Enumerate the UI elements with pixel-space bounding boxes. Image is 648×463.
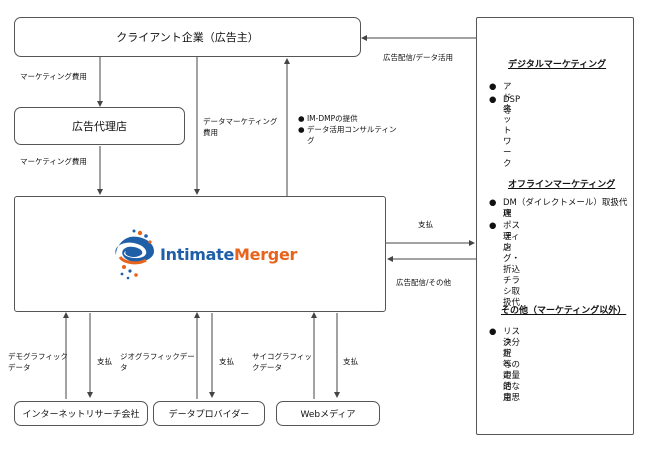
edge-label-demographic: デモグラフィック	[8, 352, 68, 361]
edge-label-ad-delivery-other: 広告配信/その他	[396, 278, 452, 287]
edge-label-payment: 支払	[418, 220, 433, 229]
offline-item-line: DM（ダイレクトメール）取扱代理	[503, 198, 628, 219]
edge-label-imdmp: ● IM-DMPの提供	[298, 114, 358, 123]
edge-label-imdmp: ● データ活用コンサルティン	[298, 125, 397, 134]
other-item-line: 決定への活用	[503, 338, 512, 403]
edge-label-psychographic: クデータ	[252, 363, 282, 372]
other-heading: その他（マーケティング以外）	[501, 306, 627, 316]
offline-item-line: 理店	[503, 232, 512, 253]
edge-label-imdmp-cont: グ	[307, 136, 315, 145]
edge-label-geographic: ジオグラフィックデー	[120, 352, 195, 361]
edge-label-data-marketing-fee: 費用	[203, 128, 218, 137]
source-internet-research: インターネットリサーチ会社	[14, 401, 148, 426]
edge-label-psychographic: サイコグラフィッ	[252, 352, 312, 361]
agency-label: 広告代理店	[72, 120, 127, 133]
source-web-media-label: Webメディア	[300, 410, 356, 420]
offline-marketing-heading: オフラインマーケティング	[508, 180, 616, 190]
source-web-media: Webメディア	[276, 401, 380, 426]
agency-box: 広告代理店	[14, 107, 185, 145]
offline-item-line: ポスティング・折込チラシ取扱代	[503, 221, 521, 308]
edge-label-demographic: データ	[8, 363, 31, 372]
edge-label-marketing-fee: マーケティング費用	[20, 157, 87, 166]
edge-label-imdmp-line: データ活用コンサルティン	[306, 125, 397, 134]
logo-text-merger: Merger	[234, 245, 298, 264]
source-data-provider: データプロバイダー	[153, 401, 265, 426]
edge-label-payment: 支払	[343, 357, 358, 366]
edge-label-marketing-fee: マーケティング費用	[20, 72, 87, 81]
digital-item-label: アドネットワーク	[503, 82, 512, 169]
client-label: クライアント企業（広告主）	[116, 31, 259, 44]
source-internet-research-label: インターネットリサーチ会社	[22, 410, 140, 420]
intimatemerger-logo: IntimateMerger	[110, 227, 297, 281]
source-data-provider-label: データプロバイダー	[168, 410, 250, 420]
edge-label-payment: 支払	[97, 357, 112, 366]
edge-label-imdmp-line: IM-DMPの提供	[306, 114, 358, 123]
marketing-panel: デジタルマーケティング ●アドネットワーク ●DSP 等 オフラインマーケティン…	[476, 17, 634, 435]
client-box: クライアント企業（広告主）	[14, 17, 361, 57]
edge-label-data-marketing-fee: データマーケティング	[203, 117, 278, 126]
edge-label-geographic: タ	[120, 363, 128, 372]
intimatemerger-box: IntimateMerger	[14, 196, 386, 312]
digital-marketing-heading: デジタルマーケティング	[508, 60, 607, 70]
edge-label-payment: 支払	[219, 357, 234, 366]
digital-item-label: DSP 等	[503, 95, 529, 116]
logo-text-intimate: Intimate	[160, 245, 235, 264]
other-item-line: リスク分析 等の定量的な意思	[503, 327, 521, 403]
offline-item-line: 店	[503, 209, 512, 219]
edge-label-ad-delivery-data: 広告配信/データ活用	[383, 53, 454, 62]
intimatemerger-logo-icon	[115, 229, 154, 280]
